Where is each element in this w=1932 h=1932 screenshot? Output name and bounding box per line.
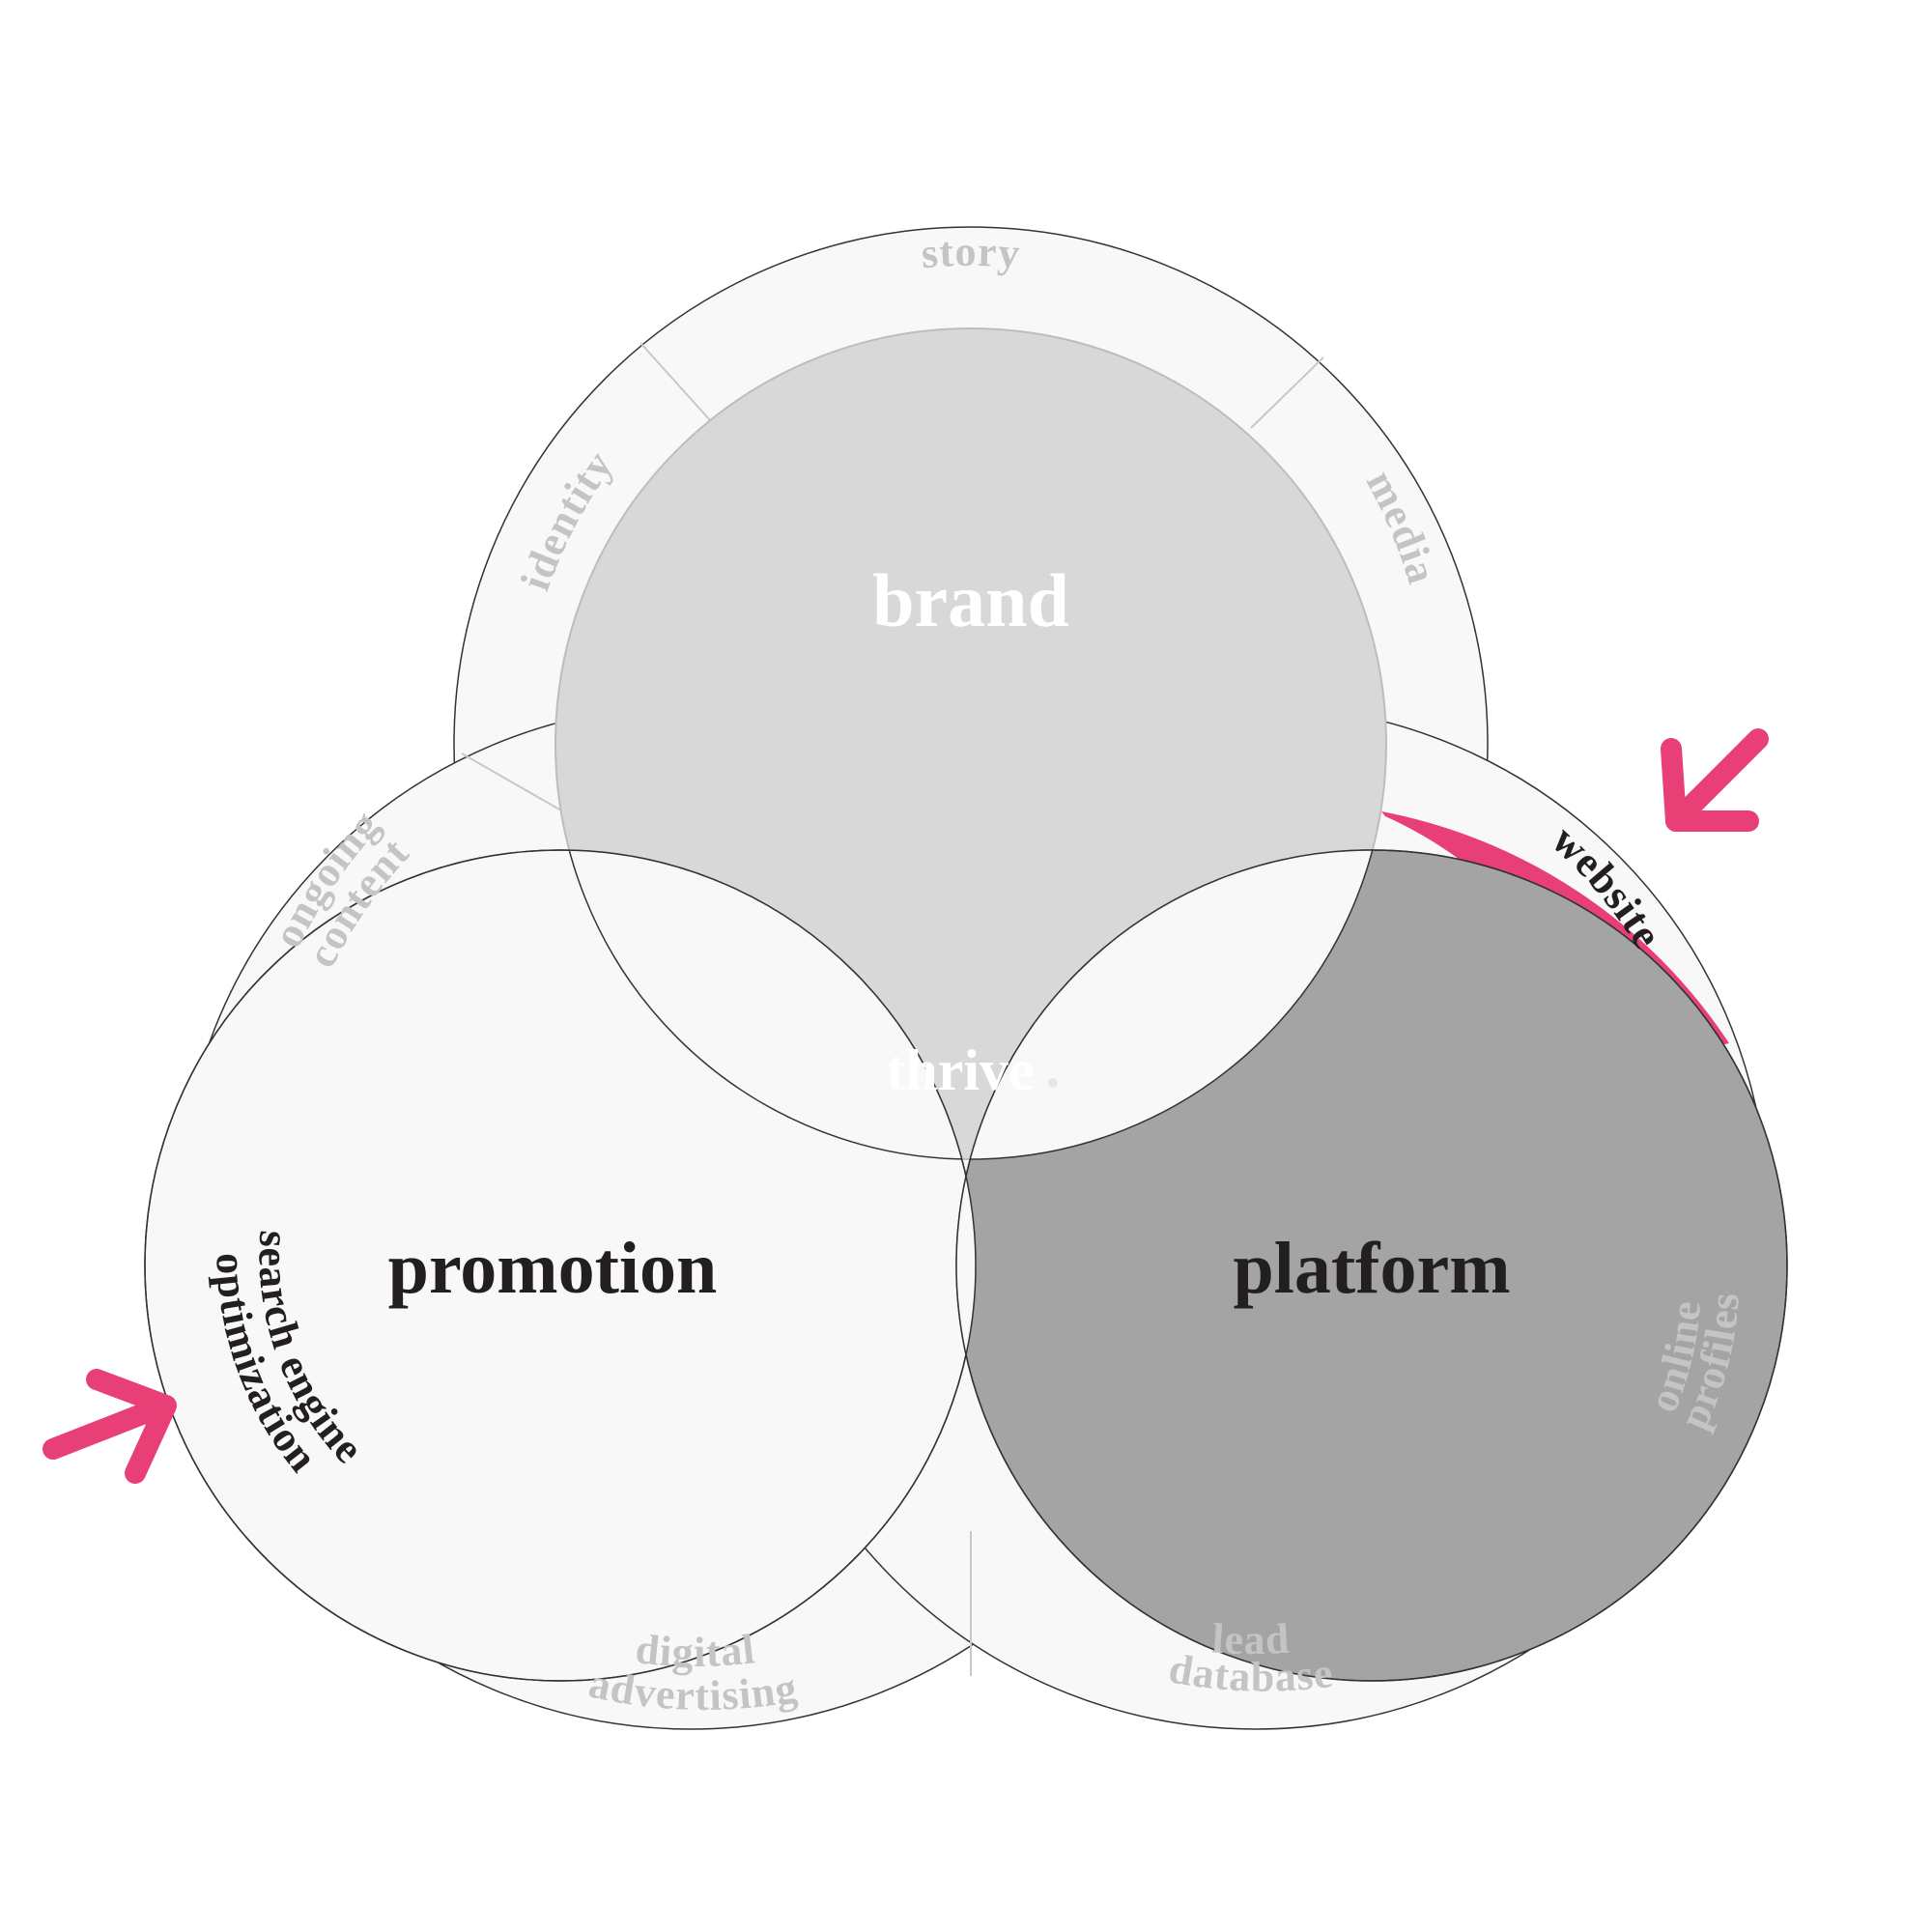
arrow-down-left-icon [1661, 728, 1769, 832]
story-label[interactable]: story [920, 228, 1022, 277]
database-label[interactable]: database [1166, 1644, 1336, 1700]
brand-platform-overlap [956, 850, 1386, 1159]
thrive-label: thrive [886, 1038, 1034, 1102]
thrive-dot [1048, 1078, 1058, 1088]
brand-label: brand [872, 558, 1069, 642]
digital-label[interactable]: digital [634, 1625, 758, 1676]
brand-promotion-overlap [555, 850, 976, 1159]
arrow-right-icon [43, 1369, 177, 1484]
platform-label: platform [1233, 1228, 1510, 1309]
promotion-label: promotion [388, 1228, 718, 1309]
